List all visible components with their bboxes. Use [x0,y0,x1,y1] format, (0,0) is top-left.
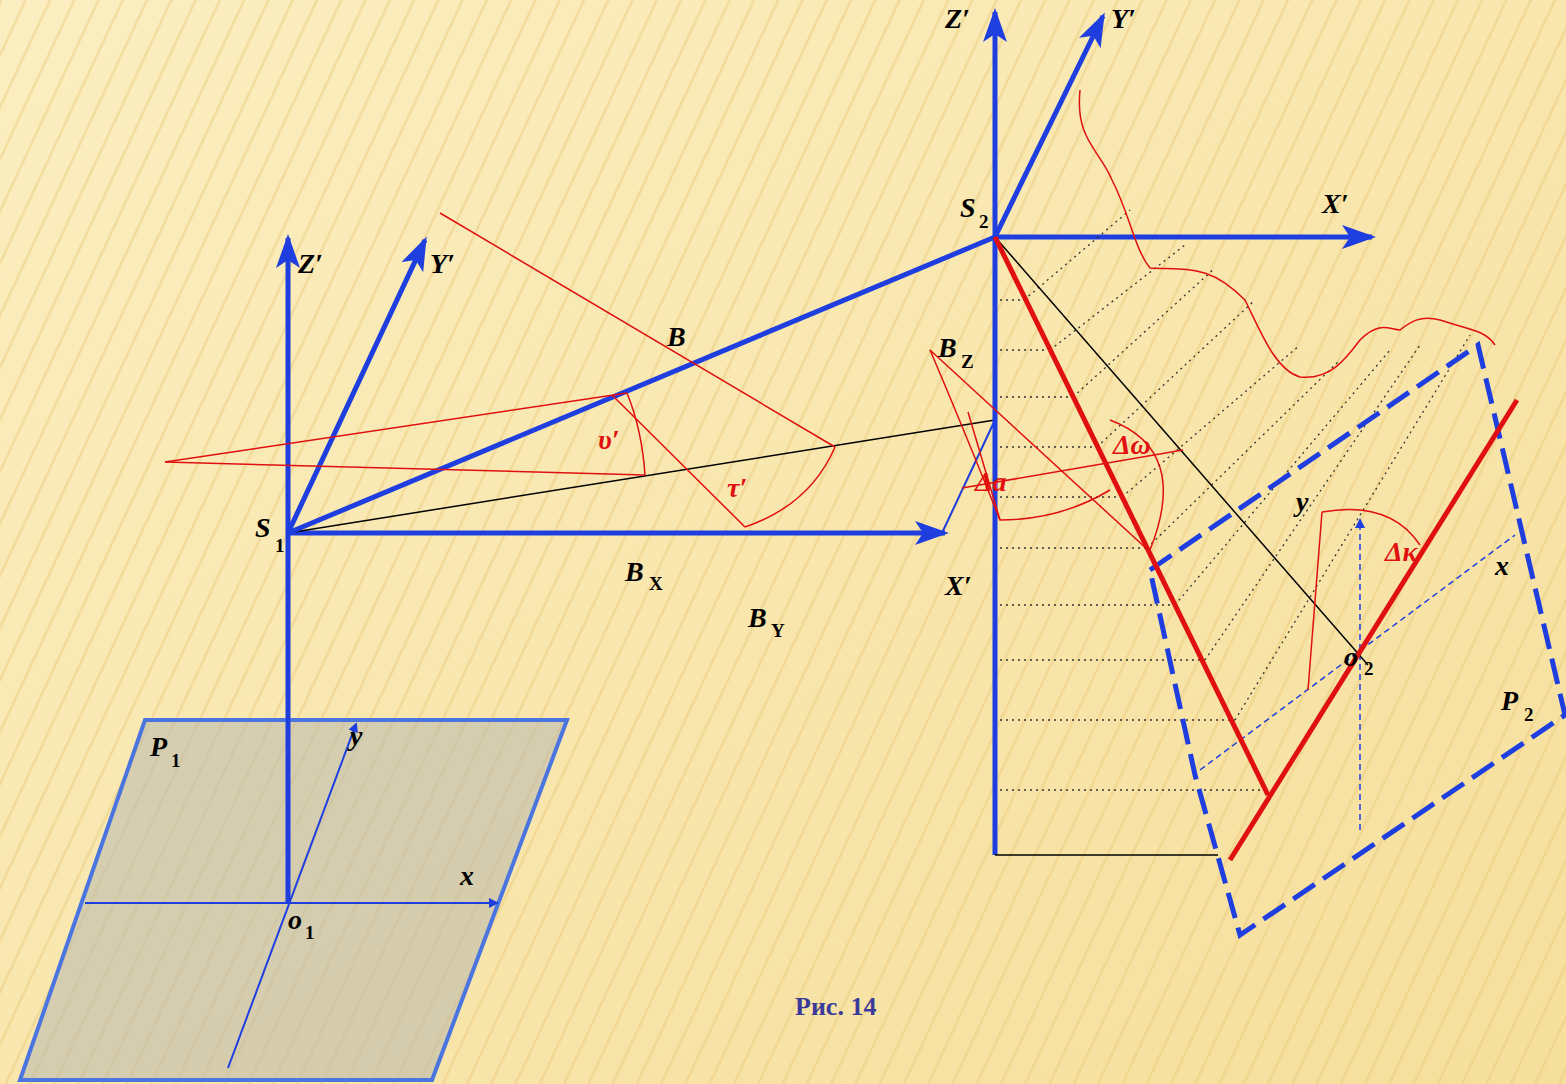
axis-label: τ′ [727,474,747,502]
axis-label: o [1344,643,1358,671]
x-axis [85,902,497,904]
axis-label: Z′ [945,5,970,33]
vertical-reference [1359,520,1361,830]
rotation-angles [930,350,1420,690]
subscript: 2 [1524,705,1534,724]
subscript: Z [961,352,974,371]
photo-y-axis [1230,400,1517,860]
subscript: 1 [305,923,315,942]
z-axis [286,238,291,903]
axis-label: x [460,862,474,890]
axis-label: P [1501,687,1518,715]
subscript: 1 [171,751,181,770]
frame-line [995,854,1218,856]
axis-label: y [350,722,362,750]
axis-label: S [255,514,271,542]
bx-vector [288,531,945,536]
z-axis [993,12,998,855]
angle-construction [165,213,835,527]
tilted-axis [995,237,1268,795]
subscript: 1 [275,536,285,555]
axis-label: Y′ [1111,5,1136,33]
subscript: X [649,574,663,593]
axis-label: B [625,558,644,586]
axis-label: Y′ [430,250,455,278]
projection-line [288,420,995,533]
y-axis [995,16,1103,237]
axis-label: x [1495,552,1509,580]
axis-label: Δκ [1385,538,1417,566]
subscript: 2 [1364,659,1374,678]
projection-dots [1000,210,1470,790]
figure-caption: Рис. 14 [795,992,876,1022]
y-axis [228,724,356,1068]
axis-label: S [960,194,976,222]
axis-label: Z′ [298,250,323,278]
photo-x-axis [1200,535,1515,770]
axis-label: υ′ [598,426,620,454]
axis-label: B [748,604,767,632]
axis-label: B [667,323,686,351]
axis-label: P [150,733,167,761]
y-axis [288,240,425,533]
axis-label: X′ [1322,190,1349,218]
axis-label: Δω [1113,431,1151,459]
base-vector [288,237,995,533]
subscript: Y [771,621,785,640]
axis-label: X′ [945,572,972,600]
axis-label: Δa [975,468,1007,496]
axis-label: B [938,334,957,362]
photo-plane [20,720,567,1080]
terrain-profile [1079,90,1495,377]
tilted-photo-plane [1150,345,1565,935]
axis-label: o [288,906,302,934]
x-axis [995,235,1372,240]
subscript: 2 [979,212,989,231]
axis-label: y [1296,488,1308,516]
